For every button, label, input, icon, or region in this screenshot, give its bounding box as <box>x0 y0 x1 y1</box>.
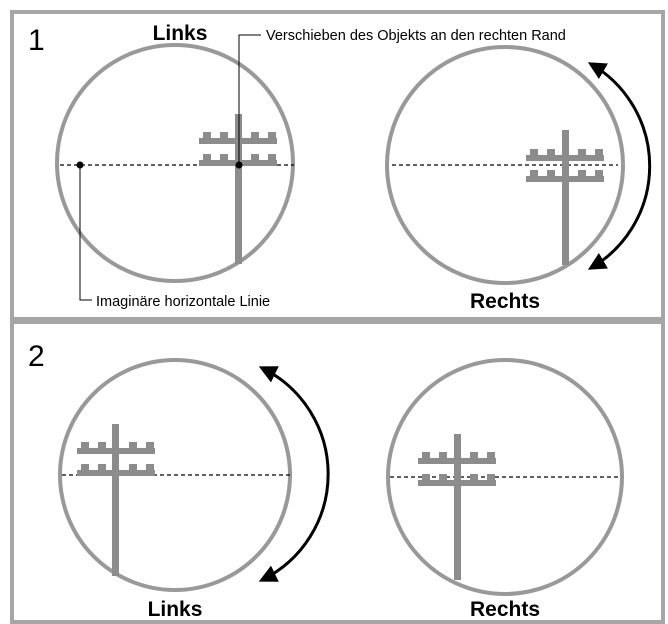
panel-1-left-label: Links <box>153 22 208 45</box>
panel-2-left-label: Links <box>148 598 203 621</box>
viewfinder-circle <box>386 358 624 596</box>
panel-2: 2 Links Rechts <box>10 320 665 624</box>
callout-top-leader <box>238 34 261 165</box>
callout-top-text: Verschieben des Objekts an den rechten R… <box>266 28 566 44</box>
rotation-arrow-icon <box>587 62 652 270</box>
panel-2-left-view <box>58 358 330 592</box>
callout-bottom-dot <box>76 161 84 169</box>
panel-2-right-label: Rechts <box>470 598 540 621</box>
panel-2-number: 2 <box>28 340 45 373</box>
viewfinder-circle <box>55 43 295 283</box>
panel-2-right-view <box>386 358 624 596</box>
callout-bottom-leader <box>79 165 92 301</box>
panel-1-border <box>10 10 665 321</box>
callout-bottom-text: Imaginäre horizontale Linie <box>96 294 270 310</box>
rotation-arrow-icon <box>258 366 330 582</box>
panel-1: 1 Links Rechts Verschieben des Objekts a… <box>10 10 665 321</box>
panel-1-right-view <box>385 45 652 285</box>
viewfinder-circle <box>385 45 625 285</box>
panel-2-border <box>10 320 665 624</box>
panel-1-left-view <box>55 34 295 301</box>
panel-1-right-label: Rechts <box>470 290 540 313</box>
utility-pole-icon <box>77 424 155 576</box>
utility-pole-icon <box>418 434 496 580</box>
callout-top-dot <box>235 161 243 169</box>
panel-1-number: 1 <box>28 24 45 57</box>
